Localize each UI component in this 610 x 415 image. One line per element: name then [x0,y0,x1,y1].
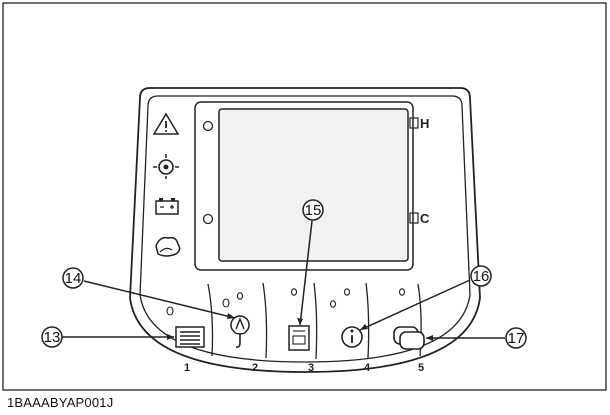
cold-label: C [420,211,430,226]
button-number-5: 5 [418,362,424,374]
callout-16: 16 [470,265,492,287]
menu-list-icon[interactable] [175,326,205,348]
button-number-2: 2 [252,362,258,374]
engine-hook-icon[interactable] [230,315,250,348]
hot-marker-box [409,117,419,129]
svg-text:15: 15 [305,202,322,219]
info-icon[interactable] [341,326,363,348]
screen-toggle-icon[interactable] [393,326,425,350]
screen-lamp-lower [202,213,214,225]
button-lamps [166,288,406,316]
battery-icon [155,198,179,215]
button-separators [207,282,422,360]
figure-frame [2,2,607,391]
screen-lamp-upper [202,120,214,132]
hot-label: H [420,116,429,131]
display-mode-icon[interactable] [288,325,310,351]
warning-triangle-icon [152,112,180,135]
callout-17: 17 [505,327,527,349]
callout-15: 15 [302,199,324,221]
svg-text:17: 17 [508,330,525,347]
callout-leaders [62,220,505,341]
figure-code: 1BAAABYAP001J [7,395,114,410]
cold-marker-box [409,212,419,224]
svg-text:13: 13 [44,329,61,346]
button-number-3: 3 [308,362,314,374]
engine-oil-icon [153,154,179,179]
callout-14: 14 [62,267,84,289]
svg-text:16: 16 [473,268,490,285]
meter-housing-inner [139,95,471,363]
button-number-4: 4 [364,362,371,374]
svg-text:14: 14 [65,270,82,287]
button-number-1: 1 [184,362,190,374]
callout-13: 13 [41,326,63,348]
engine-coolant-icon [155,236,181,257]
lcd-screen [218,108,409,262]
